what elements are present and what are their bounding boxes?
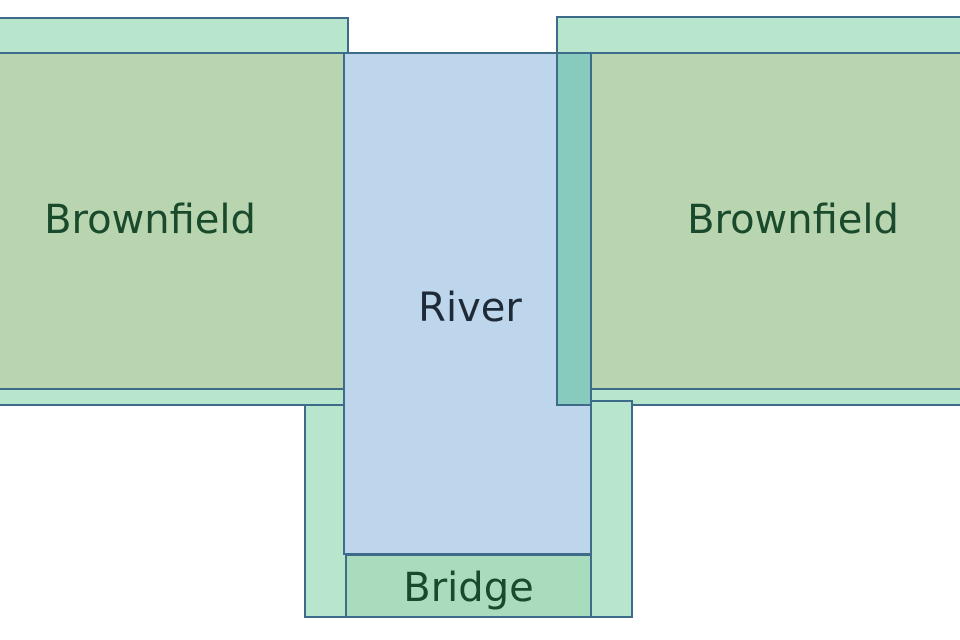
river-zone xyxy=(343,52,592,555)
left-brownfield-zone xyxy=(0,52,348,390)
right-brownfield-label: Brownfield xyxy=(687,197,899,243)
bridge-zone xyxy=(345,554,592,618)
left-brownfield-label: Brownfield xyxy=(44,197,256,243)
lower-right-buffer xyxy=(588,400,633,618)
river-buffer-overlap xyxy=(556,52,592,406)
river-label: River xyxy=(418,285,522,331)
bridge-label: Bridge xyxy=(403,565,534,611)
right-brownfield-zone xyxy=(590,52,960,390)
